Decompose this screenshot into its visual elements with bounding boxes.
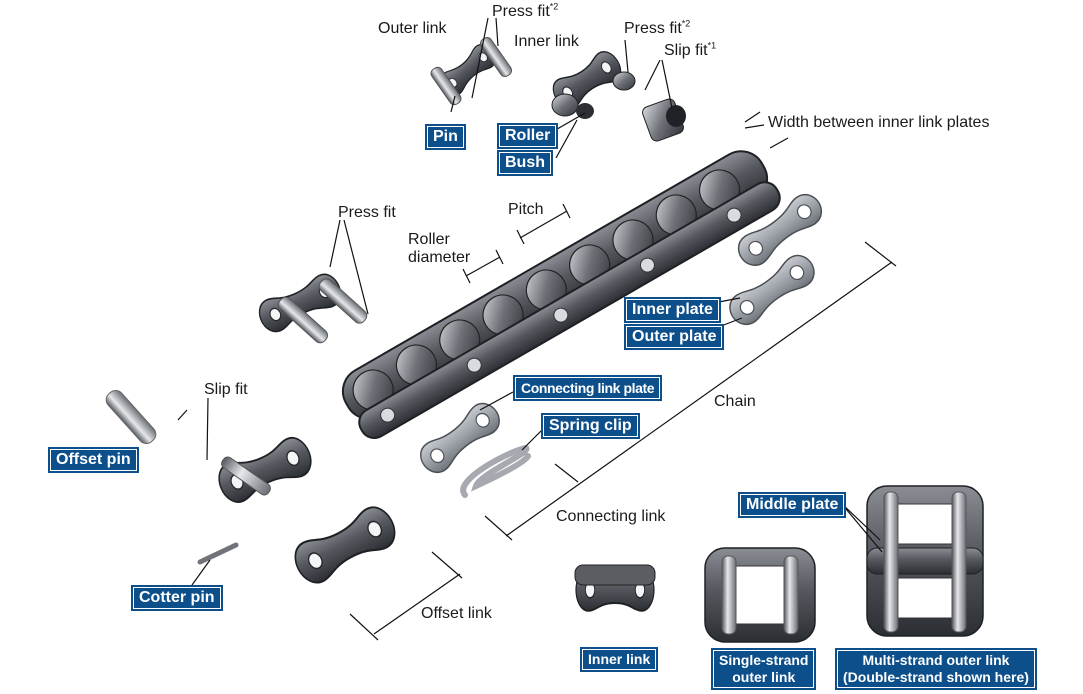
label-inner-link: Inner link xyxy=(514,33,579,50)
box-offset-pin: Offset pin xyxy=(48,447,139,473)
outer-link-parts xyxy=(430,37,513,106)
box-cotter-pin: Cotter pin xyxy=(131,585,223,611)
leader-lines xyxy=(177,17,897,641)
box-roller: Roller xyxy=(497,123,559,149)
box-bush: Bush xyxy=(497,150,553,176)
box-multi-strand-outer-link: Multi-strand outer link(Double-strand sh… xyxy=(835,648,1037,690)
main-chain xyxy=(341,150,781,439)
box-inner-link-caption: Inner link xyxy=(580,647,659,672)
label-offset-link: Offset link xyxy=(421,605,492,622)
label-slip-fit-left: Slip fit xyxy=(204,381,248,398)
label-outer-link: Outer link xyxy=(378,20,447,37)
press-fit-link xyxy=(253,269,368,344)
label-press-fit: Press fit xyxy=(338,204,396,221)
label-pitch: Pitch xyxy=(508,201,544,218)
label-slip-fit-top: Slip fit*1 xyxy=(664,40,717,59)
box-outer-plate: Outer plate xyxy=(624,324,725,350)
box-pin: Pin xyxy=(425,124,466,150)
box-inner-plate: Inner plate xyxy=(624,297,721,323)
label-connecting-link: Connecting link xyxy=(556,508,666,525)
label-press-fit-inner: Press fit*2 xyxy=(624,18,691,37)
box-connecting-link-plate: Connecting link plate xyxy=(513,375,663,401)
box-spring-clip: Spring clip xyxy=(541,413,640,439)
multi-strand-illus xyxy=(866,485,984,637)
label-press-fit-outer: Press fit*2 xyxy=(492,1,559,20)
label-chain: Chain xyxy=(714,393,756,410)
box-middle-plate: Middle plate xyxy=(738,492,847,518)
inner-link-parts xyxy=(547,46,686,142)
offset-pin-shape xyxy=(105,389,157,445)
single-strand-illus xyxy=(704,547,816,643)
label-width-between-plates: Width between inner link plates xyxy=(768,114,990,131)
